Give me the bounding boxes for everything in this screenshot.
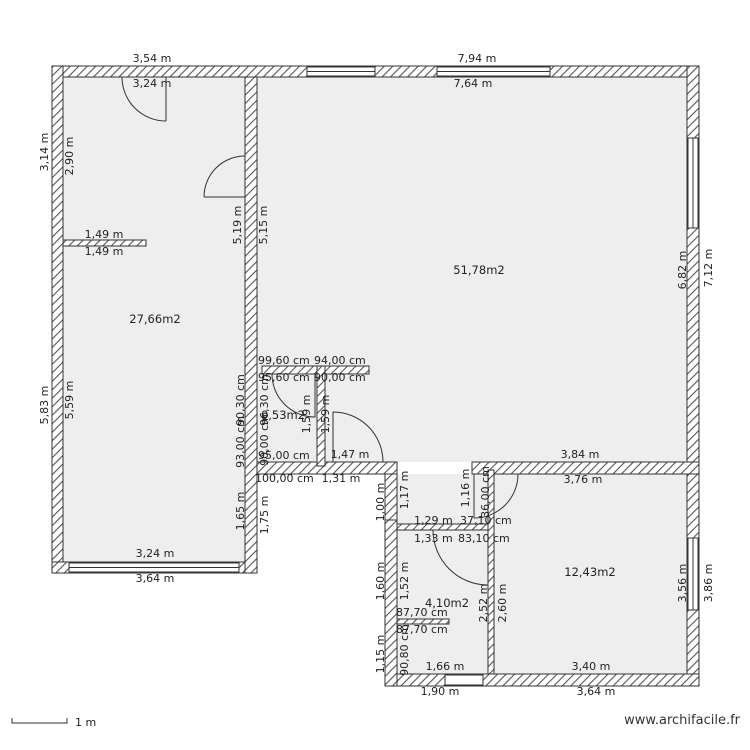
- dimension-label: 3,24 m: [133, 77, 172, 90]
- dimension-label: 3,56 m: [676, 564, 689, 603]
- dimension-label: 1,65 m: [234, 492, 247, 531]
- dimension-label: 1,47 m: [331, 448, 370, 461]
- dimension-label: 5,59 m: [63, 381, 76, 420]
- door-bedroom: [473, 473, 519, 519]
- dimension-label: 5,83 m: [38, 386, 51, 425]
- door-left-room: [203, 155, 246, 198]
- dimension-label: 3,84 m: [561, 448, 600, 461]
- dimension-label: 1,00 m: [374, 483, 387, 522]
- room-labels: 27,66m2 51,78m2 12,43m2 4,10m2 0,53m2: [129, 263, 615, 610]
- dimension-label: 1,60 m: [374, 562, 387, 601]
- dimension-label: 1,16 m: [459, 469, 472, 508]
- room-area-label: 12,43m2: [564, 565, 615, 579]
- doors: [121, 76, 519, 586]
- door-closet: [271, 373, 316, 418]
- floor-bedroom: [492, 474, 687, 674]
- dimension-label: 1,31 m: [322, 472, 361, 485]
- dimension-label: 7,12 m: [702, 249, 715, 288]
- dimension-label: 6,82 m: [676, 251, 689, 290]
- dimension-label: 1,29 m: [414, 514, 453, 527]
- dimension-label: 1,17 m: [398, 471, 411, 510]
- dimension-label: 5,19 m: [231, 206, 244, 245]
- wall-left: [51, 65, 64, 574]
- dimension-label: 95,60 cm: [258, 371, 310, 384]
- dimension-label: 2,90 m: [63, 137, 76, 176]
- dimension-label: 3,14 m: [38, 133, 51, 172]
- dimension-label: 90,00 cm: [314, 371, 366, 384]
- dimension-label: 90,30 cm: [234, 374, 247, 426]
- dimension-label: 3,76 m: [564, 473, 603, 486]
- dimension-label: 7,94 m: [458, 52, 497, 65]
- dimension-label: 93,00 cm: [234, 416, 247, 468]
- dimension-label: 83,10 cm: [458, 532, 510, 545]
- dimension-labels: 3,54 m 3,24 m 7,94 m 7,64 m 3,14 m 2,90 …: [38, 52, 715, 698]
- wall-middle-vertical: [244, 76, 258, 574]
- door-main-hall: [332, 411, 384, 463]
- dimension-label: 3,86 m: [702, 564, 715, 603]
- wall-bedroom-top: [471, 461, 700, 475]
- dimension-label: 1,66 m: [426, 660, 465, 673]
- wall-bath-partition: [396, 618, 450, 625]
- scale-label: 1 m: [75, 716, 96, 729]
- wall-main-bottom: [256, 461, 398, 475]
- wall-left-room-partition: [62, 239, 147, 247]
- brand-watermark: www.archifacile.fr: [624, 713, 740, 728]
- dimension-label: 1,33 m: [414, 532, 453, 545]
- dimension-label: 1,15 m: [374, 635, 387, 674]
- dimension-label: 3,64 m: [136, 572, 175, 585]
- dimension-label: 87,70 cm: [396, 623, 448, 636]
- wall-hall-divider: [396, 523, 489, 531]
- door-bathroom: [432, 529, 489, 586]
- room-area-label: 51,78m2: [453, 263, 504, 277]
- door-top-left: [121, 76, 167, 122]
- windows: [68, 66, 699, 686]
- dimension-label: 36,00 cm: [479, 466, 492, 518]
- room-area-label: 27,66m2: [129, 312, 180, 326]
- room-area-label: 4,10m2: [425, 596, 469, 610]
- dimension-label: 1,49 m: [85, 228, 124, 241]
- dimension-label: 2,52 m: [477, 584, 490, 623]
- dimension-label: 37,10 cm: [460, 514, 512, 527]
- room-area-label: 0,53m2: [261, 408, 305, 422]
- dimension-label: 1,52 m: [398, 562, 411, 601]
- dimension-label: 90,80 cm: [398, 624, 411, 676]
- floor-main-room: [257, 77, 687, 462]
- floor-hall: [385, 474, 490, 532]
- wall-closet-right: [316, 365, 326, 467]
- scale-bar: 1 m: [11, 716, 96, 729]
- dimension-label: 94,00 cm: [314, 354, 366, 367]
- dimension-label: 96,30 cm: [258, 374, 271, 426]
- dimension-label: 1,90 m: [421, 685, 460, 698]
- dimension-label: 3,64 m: [577, 685, 616, 698]
- dimension-label: 90,00 cm: [258, 414, 271, 466]
- dimension-label: 87,70 cm: [396, 606, 448, 619]
- dimension-label: 2,60 m: [496, 584, 509, 623]
- dimension-label: 100,00 cm: [255, 472, 314, 485]
- dimension-label: 95,00 cm: [258, 449, 310, 462]
- dimension-label: 1,49 m: [85, 245, 124, 258]
- dimension-label: 1,59 m: [300, 395, 313, 434]
- dimension-label: 5,15 m: [257, 206, 270, 245]
- floor-bathroom: [397, 530, 488, 674]
- dimension-label: 7,64 m: [454, 77, 493, 90]
- dimension-label: 3,54 m: [133, 52, 172, 65]
- floor-left-room: [63, 77, 245, 562]
- dimension-label: 99,60 cm: [258, 354, 310, 367]
- dimension-label: 1,75 m: [258, 496, 271, 535]
- floor-closet: [269, 378, 317, 463]
- dimension-label: 3,24 m: [136, 547, 175, 560]
- window-bottom-bath: [444, 674, 484, 686]
- dimension-label: 1,59 m: [319, 395, 332, 434]
- dimension-label: 3,40 m: [572, 660, 611, 673]
